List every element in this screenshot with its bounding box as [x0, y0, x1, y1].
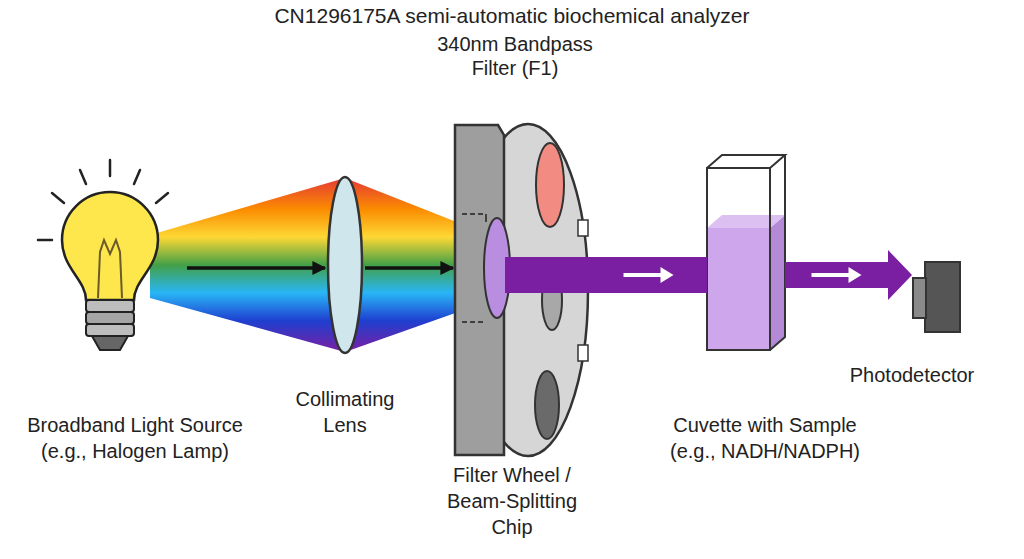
halogen-bulb	[62, 192, 158, 350]
collimating-lens	[328, 177, 362, 353]
diagram-title: CN1296175A semi-automatic biochemical an…	[0, 4, 1024, 28]
collimating-lens: Collimating Lens	[327, 176, 363, 354]
filter-wheel: Filter Wheel / Beam-Splitting Chip	[455, 120, 590, 458]
component-caption: Filter Wheel / Beam-Splitting Chip	[437, 462, 587, 540]
cuvette: Cuvette with Sample (e.g., NADH/NADPH)	[707, 152, 785, 352]
light-beam	[590, 257, 707, 293]
beam-arrow	[365, 268, 453, 269]
arrow-line	[187, 266, 325, 270]
filter-label: 340nm Bandpass Filter (F1)	[420, 32, 610, 80]
beam-arrow	[187, 268, 325, 269]
broadband-beam	[150, 178, 345, 352]
direction-arrow	[624, 273, 664, 277]
beam-band	[785, 250, 912, 300]
component-caption: Broadband Light Source (e.g., Halogen La…	[10, 412, 260, 464]
component-caption: Photodetector	[827, 362, 997, 388]
component-caption: Cuvette with Sample (e.g., NADH/NADPH)	[658, 412, 872, 464]
beam-band	[590, 257, 707, 293]
cuvette	[707, 155, 785, 350]
light-beam	[785, 250, 912, 300]
arrow-line	[365, 266, 453, 270]
component-caption: Collimating Lens	[280, 386, 410, 438]
direction-arrow	[812, 273, 852, 277]
filtered-beam	[505, 257, 591, 293]
photodetector	[913, 262, 960, 332]
photodetector: Photodetector	[912, 260, 962, 334]
light-source: Broadband Light Source (e.g., Halogen La…	[45, 160, 185, 352]
direction-arrowhead	[661, 267, 674, 283]
direction-arrowhead	[849, 267, 862, 283]
